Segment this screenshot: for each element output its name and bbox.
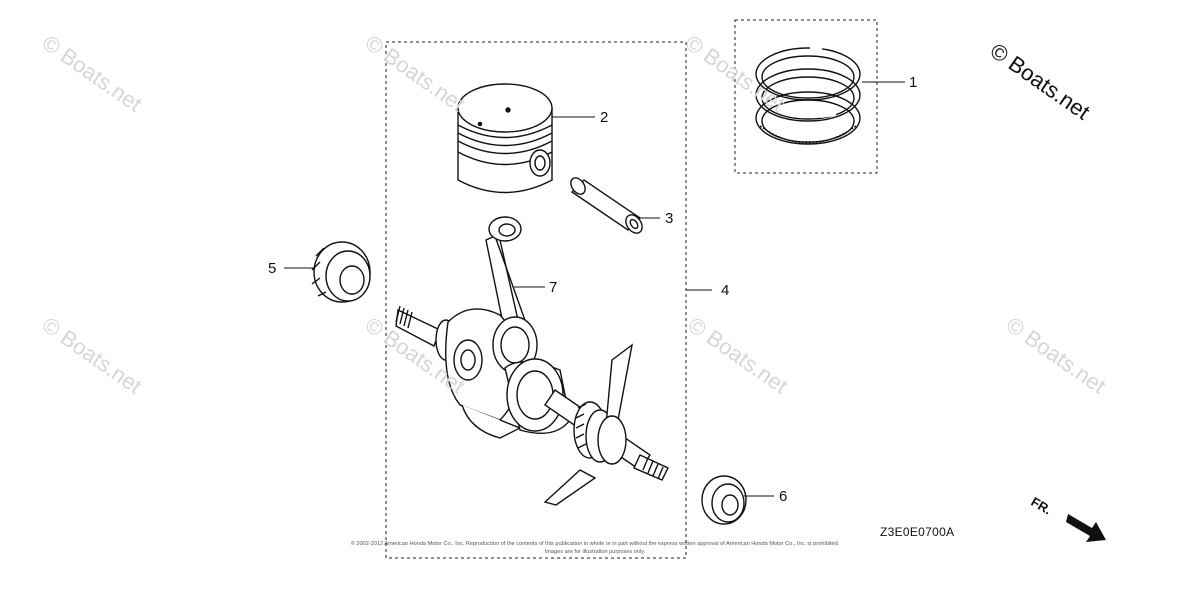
copyright-notice: © 2002-2012 American Honda Motor Co., In… — [180, 540, 1010, 556]
copyright-line-1: © 2002-2012 American Honda Motor Co., In… — [350, 541, 840, 547]
copyright-line-2: Images are for illustration purposes onl… — [544, 549, 646, 555]
callout-3[interactable]: 3 — [665, 210, 674, 227]
callout-5[interactable]: 5 — [268, 260, 277, 277]
front-direction-arrow — [1066, 514, 1106, 542]
piston-ring-set[interactable] — [755, 46, 861, 145]
callout-7[interactable]: 7 — [549, 279, 558, 296]
callout-4[interactable]: 4 — [721, 282, 730, 299]
callout-2[interactable]: 2 — [600, 109, 609, 126]
kit-group-box — [385, 41, 687, 559]
oil-seal-left[interactable] — [311, 241, 371, 303]
callout-6[interactable]: 6 — [779, 488, 788, 505]
crankshaft[interactable] — [395, 305, 669, 506]
leader-lines — [284, 81, 905, 497]
piston-pin[interactable] — [568, 175, 646, 236]
oil-seal-right[interactable] — [701, 475, 747, 525]
piston[interactable] — [457, 83, 553, 194]
ring-set-box — [734, 19, 878, 174]
callout-1[interactable]: 1 — [909, 74, 918, 91]
diagram-code: Z3E0E0700A — [880, 525, 955, 539]
